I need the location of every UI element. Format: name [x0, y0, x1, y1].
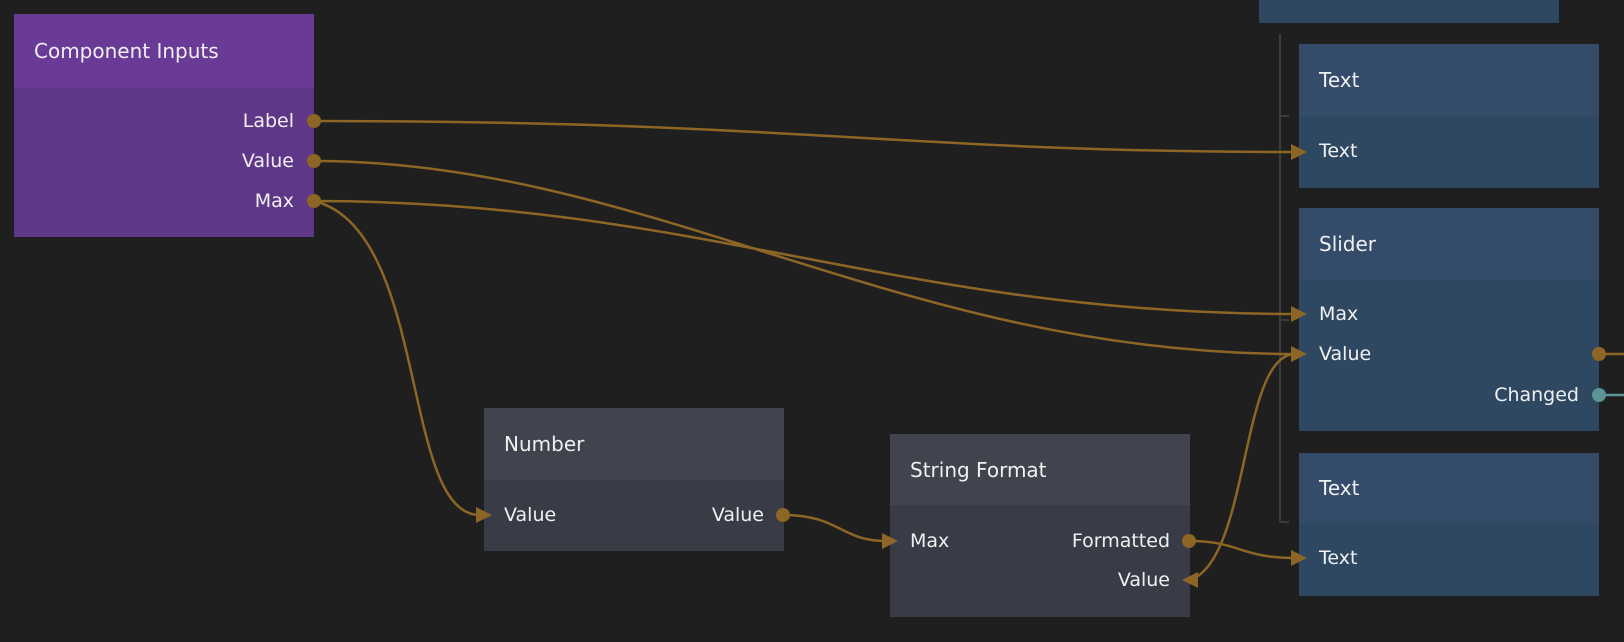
port-value[interactable]: Value	[1319, 343, 1372, 365]
node-title: Component Inputs	[14, 14, 314, 88]
bracket-tick	[1279, 319, 1289, 321]
bracket-tick	[1279, 521, 1289, 523]
node-title: Text	[1299, 44, 1599, 116]
wire-label-text	[313, 119, 1296, 154]
group-bracket	[1279, 34, 1281, 523]
port-text[interactable]: Text	[1319, 547, 1358, 569]
port-value[interactable]: Value	[241, 150, 294, 172]
slider-node[interactable]: Slider Max Value Changed	[1299, 208, 1599, 431]
text-node-top[interactable]: Text Text	[1299, 44, 1599, 188]
port-max[interactable]: Max	[910, 530, 950, 552]
port-value-in[interactable]: Value	[504, 504, 557, 526]
node-title: Slider	[1299, 208, 1599, 280]
wire-max-slider	[313, 199, 1296, 316]
node-title: String Format	[890, 434, 1190, 505]
port-label[interactable]: Label	[242, 110, 294, 132]
port-max[interactable]: Max	[254, 190, 294, 212]
text-node-bottom[interactable]: Text Text	[1299, 453, 1599, 596]
bracket-tick	[1279, 115, 1289, 117]
partial-node-top[interactable]	[1259, 0, 1559, 23]
wire-value-slider	[313, 159, 1296, 356]
node-title: Number	[484, 408, 784, 480]
port-value[interactable]: Value	[1117, 569, 1170, 591]
node-title: Text	[1299, 453, 1599, 523]
wire-max-number	[313, 199, 481, 517]
wire-number-format	[782, 513, 887, 543]
wire-formatted-text	[1188, 539, 1296, 560]
component-inputs-node[interactable]: Component Inputs Label Value Max	[14, 14, 314, 237]
port-changed[interactable]: Changed	[1494, 384, 1579, 406]
port-text[interactable]: Text	[1319, 140, 1358, 162]
port-value-out[interactable]: Value	[711, 504, 764, 526]
port-max[interactable]: Max	[1319, 303, 1359, 325]
string-format-node[interactable]: String Format Max Formatted Value	[890, 434, 1190, 617]
number-node[interactable]: Number Value Value	[484, 408, 784, 551]
port-formatted[interactable]: Formatted	[1071, 530, 1170, 552]
